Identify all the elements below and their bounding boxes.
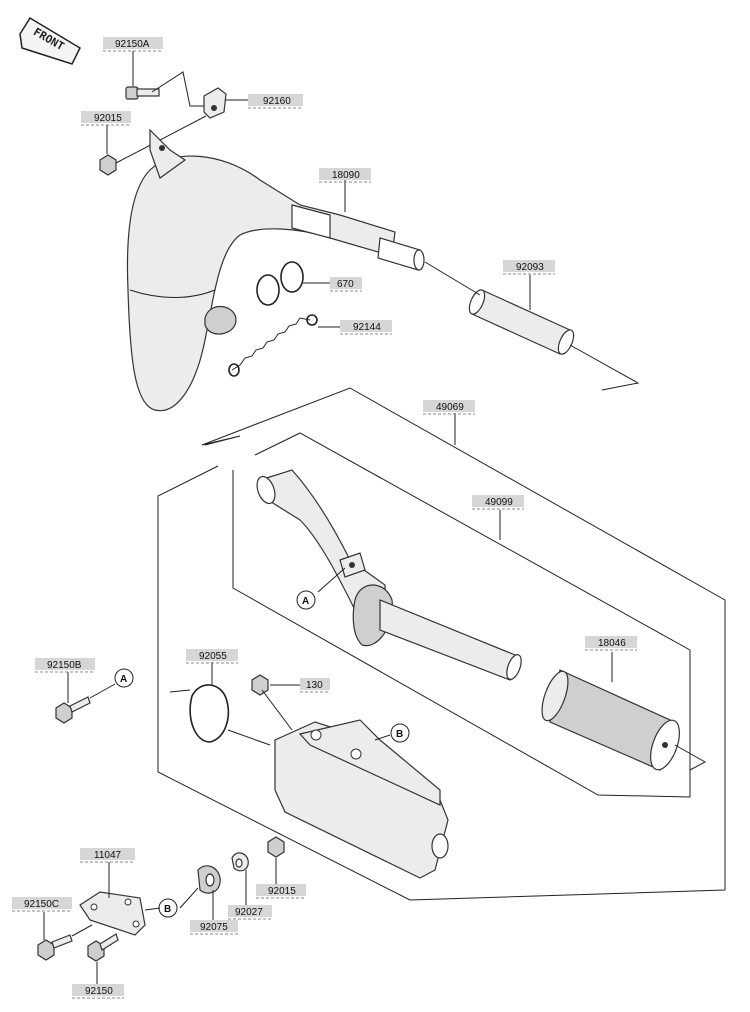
bolt-92150B: [55, 696, 91, 724]
label-11047: 11047: [80, 848, 135, 863]
grommet-92027: [231, 852, 249, 872]
nut-92015-bottom: [267, 836, 285, 858]
sleeve-92093: [468, 289, 575, 355]
label-92150A-text: 92150A: [115, 39, 150, 50]
label-92015-top: 92015: [81, 111, 131, 126]
label-92150: 92150: [72, 984, 124, 999]
label-92075: 92075: [190, 920, 238, 935]
spring-92144: [228, 314, 318, 377]
nut-92015-top: [99, 154, 117, 176]
label-92015-bottom: 92015: [256, 884, 306, 899]
callout-a-bolt-text: A: [120, 674, 127, 685]
assembly-49069-outline: [157, 387, 726, 901]
label-92055: 92055: [186, 649, 238, 664]
label-18046: 18046: [585, 636, 637, 651]
label-49069-text: 49069: [436, 402, 464, 413]
callout-b-bracket-text: B: [164, 904, 171, 915]
label-18046-text: 18046: [598, 638, 626, 649]
label-92055-text: 92055: [199, 651, 227, 662]
collar-92075: [197, 865, 221, 894]
callout-a-bolt: A: [114, 668, 134, 688]
callout-a-tailpipe: A: [296, 590, 316, 610]
label-49099-text: 49099: [485, 497, 513, 508]
callout-b-silencer: B: [390, 723, 410, 743]
bolt-130: [251, 674, 293, 731]
label-92150C: 92150C: [12, 897, 72, 912]
label-92150B-text: 92150B: [47, 660, 82, 671]
bolt-92150: [87, 933, 119, 962]
label-18090-text: 18090: [332, 170, 360, 181]
packing-18046: [541, 669, 680, 771]
silencer-body: [274, 719, 449, 879]
bolt-92150A: [125, 86, 160, 100]
label-670-text: 670: [337, 279, 354, 290]
label-92144-text: 92144: [353, 322, 381, 333]
label-92027: 92027: [228, 905, 272, 920]
assembly-49099-outline: [232, 432, 691, 798]
label-92150C-text: 92150C: [24, 899, 59, 910]
o-rings-670: [256, 261, 304, 306]
bracket-11047: [79, 891, 146, 936]
label-92015-bottom-text: 92015: [268, 886, 296, 897]
callout-a-tailpipe-text: A: [302, 596, 309, 607]
bolt-92150C: [37, 934, 73, 961]
callout-b-bracket: B: [158, 898, 178, 918]
label-92093: 92093: [503, 260, 555, 275]
tailpipe-49099: [256, 469, 522, 681]
callout-b-silencer-text: B: [396, 729, 403, 740]
label-49069: 49069: [423, 400, 475, 415]
label-130-text: 130: [306, 680, 323, 691]
label-18090: 18090: [319, 168, 371, 183]
label-49099: 49099: [472, 495, 524, 510]
label-92150A: 92150A: [103, 37, 163, 52]
label-92160-text: 92160: [263, 96, 291, 107]
label-92160: 92160: [248, 94, 303, 109]
label-92150B: 92150B: [35, 658, 95, 673]
label-670: 670: [330, 277, 362, 292]
label-92015-top-text: 92015: [94, 113, 122, 124]
label-92093-text: 92093: [516, 262, 544, 273]
label-92027-text: 92027: [235, 907, 263, 918]
expansion-chamber-18090: [126, 128, 425, 412]
gasket-92055: [189, 684, 230, 743]
label-11047-text: 11047: [94, 850, 122, 861]
bracket-92160: [203, 87, 227, 119]
label-130: 130: [300, 678, 330, 693]
front-arrow-badge: FRONT: [19, 16, 81, 65]
label-92150-text: 92150: [85, 986, 113, 997]
label-92144: 92144: [340, 320, 392, 335]
label-92075-text: 92075: [200, 922, 228, 933]
